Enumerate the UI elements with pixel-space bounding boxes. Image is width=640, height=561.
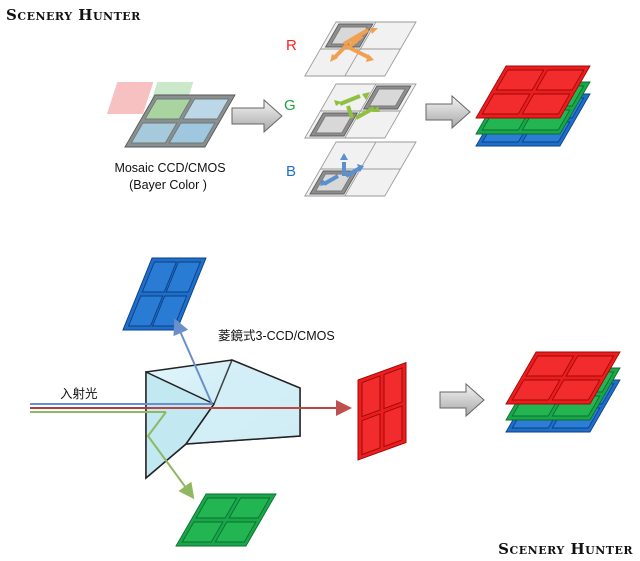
watermark-top: Scenery Hunter xyxy=(6,6,141,24)
light-paths xyxy=(30,318,352,500)
arrow-right-icon xyxy=(425,94,471,130)
arrow-right-icon xyxy=(231,98,283,134)
rgb-output-stack-bottom xyxy=(505,351,621,433)
channel-b-label: B xyxy=(286,163,296,180)
blue-reflected-ray xyxy=(173,318,213,405)
green-sensor xyxy=(175,493,277,547)
channel-r-label: R xyxy=(286,37,297,54)
watermark-bottom: Scenery Hunter xyxy=(498,540,633,558)
red-layer xyxy=(505,351,621,405)
prism-label: 菱鏡式3-CCD/CMOS xyxy=(218,328,335,343)
bayer-sensor xyxy=(106,82,236,148)
mosaic-label-line1: Mosaic CCD/CMOS xyxy=(114,161,225,175)
blue-sensor xyxy=(122,257,207,331)
r-channel-plane xyxy=(304,21,417,77)
bayer-red-overlay xyxy=(106,82,154,114)
g-interpolation-arrows xyxy=(334,92,380,120)
mosaic-label-line2: (Bayer Color ) xyxy=(129,178,207,192)
r-interpolation-arrows xyxy=(330,28,378,62)
bayer-sensor-grid xyxy=(124,94,236,148)
rgb-output-stack-top xyxy=(475,65,591,147)
g-channel-plane xyxy=(304,83,417,139)
red-layer xyxy=(475,65,591,119)
b-interpolation-arrows xyxy=(320,153,364,186)
red-sensor xyxy=(357,361,407,461)
green-reflected-ray xyxy=(146,411,195,500)
arrow-right-icon xyxy=(439,382,485,418)
incident-light-label: 入射光 xyxy=(60,386,98,401)
prism xyxy=(145,359,301,480)
channel-g-label: G xyxy=(284,97,296,114)
